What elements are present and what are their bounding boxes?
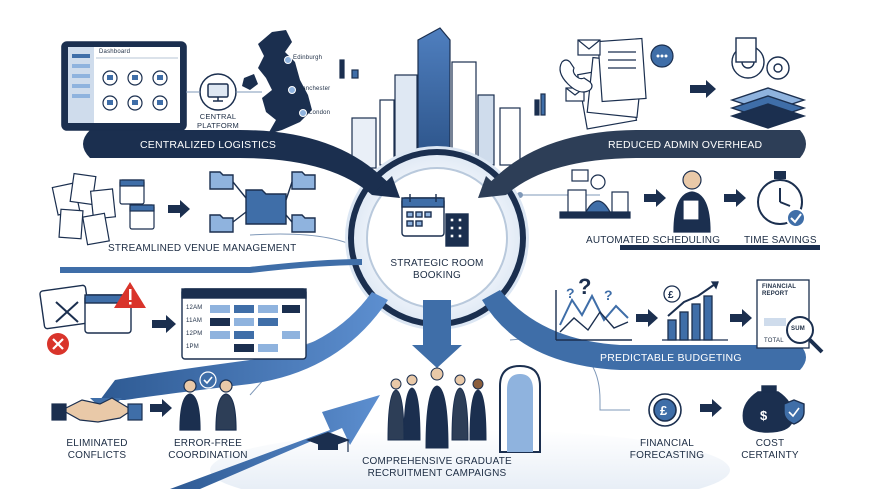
phone-icon	[559, 59, 593, 93]
financial-forecasting-label: FINANCIAL FORECASTING	[629, 438, 705, 461]
svg-text:?: ?	[566, 285, 575, 301]
question-marks-icon: ? ? ?	[566, 274, 613, 303]
stressed-worker-icon	[559, 169, 631, 219]
arrow-conflicts	[152, 315, 176, 333]
central-platform-icon	[186, 73, 262, 111]
arrow-handshake	[150, 399, 172, 417]
volatile-chart-icon	[555, 290, 632, 341]
reduced-admin-overhead-label: REDUCED ADMIN OVERHEAD	[608, 139, 763, 151]
arrow-down-to-campaigns	[412, 300, 462, 368]
arrow-venue	[168, 200, 190, 218]
pound-coin-icon: £	[648, 393, 682, 427]
financial-report-icon	[756, 279, 824, 354]
city-label-london: London	[309, 110, 331, 116]
schedule-time-1: 12AM	[186, 305, 203, 311]
error-icon	[47, 333, 69, 355]
flow-band-lower-left	[100, 292, 388, 400]
svg-text:£: £	[660, 403, 668, 418]
arrow-budget-1	[636, 309, 658, 327]
report-total: TOTAL	[764, 338, 784, 344]
calendar-building-icon	[401, 194, 469, 247]
chat-icon	[650, 44, 674, 68]
graduate-campaigns-label: COMPREHENSIVE GRADUATE RECRUITMENT CAMPA…	[362, 456, 512, 479]
person-tablet-icon	[673, 170, 711, 233]
streamlined-venue-management-label: STREAMLINED VENUE MANAGEMENT	[108, 243, 297, 254]
arrow-admin	[690, 80, 716, 98]
eliminated-conflicts-label: ELIMINATED CONFLICTS	[66, 438, 128, 461]
money-bag-shield-icon: $	[742, 385, 805, 433]
flow-band-left-middle	[60, 259, 363, 273]
flow-band-right-middle	[482, 290, 806, 370]
schedule-time-3: 12PM	[186, 331, 203, 337]
city-label-edinburgh: Edinburgh	[293, 55, 323, 61]
floor-glow	[210, 430, 730, 489]
arrow-forecast	[700, 399, 722, 417]
svg-text:$: $	[760, 408, 768, 423]
flow-band-right-top	[620, 245, 820, 250]
city-skyline-icon	[339, 27, 546, 169]
handshake-icon	[51, 397, 143, 423]
city-label-manchester: Manchester	[297, 86, 331, 92]
layers-icon	[729, 87, 807, 129]
flow-band-top-right	[486, 130, 806, 195]
arrow-to-hub-top-left	[372, 176, 400, 198]
dashboard-title: Dashboard	[99, 49, 131, 55]
svg-text:£: £	[668, 290, 674, 301]
centralized-logistics-label: CENTRALIZED LOGISTICS	[140, 139, 277, 151]
overlapping-calendars-icon	[39, 284, 132, 334]
graduates-group-icon	[387, 367, 487, 449]
time-savings-label: TIME SAVINGS	[744, 235, 817, 246]
documents-pile-icon	[51, 172, 155, 246]
error-free-coordination-label: ERROR-FREE COORDINATION	[168, 438, 248, 461]
report-title: FINANCIAL REPORT	[762, 284, 797, 297]
growth-arrow	[170, 395, 380, 489]
schedule-grid-icon	[181, 288, 307, 360]
arrow-to-hub-top-right	[478, 176, 506, 198]
arrow-budget-2	[730, 309, 752, 327]
svg-text:?: ?	[604, 287, 613, 303]
folder-structure-icon	[209, 171, 316, 233]
schedule-time-4: 1PM	[186, 344, 199, 350]
svg-text:?: ?	[578, 274, 591, 299]
central-platform-label: CENTRAL PLATFORM	[197, 112, 239, 130]
graduation-cap-icon	[306, 432, 350, 452]
strategic-room-booking-label: STRATEGIC ROOM BOOKING	[390, 258, 484, 281]
cost-certainty-label: COST CERTAINTY	[741, 438, 799, 461]
automated-scheduling-label: AUTOMATED SCHEDULING	[586, 235, 721, 246]
gears-icon	[731, 37, 790, 80]
two-people-icon	[179, 371, 237, 431]
venue-pins-icon	[102, 70, 168, 111]
report-sum: SUM	[791, 326, 805, 332]
schedule-time-2: 11AM	[186, 318, 203, 324]
arrow-scheduling	[644, 189, 666, 207]
growth-chart-icon: £	[662, 281, 728, 341]
flow-band-top-left	[83, 130, 392, 195]
warning-icon	[114, 282, 146, 308]
portal-arch-icon	[499, 364, 541, 453]
stopwatch-icon	[757, 171, 806, 228]
arrow-time	[724, 189, 746, 207]
predictable-budgeting-label: PREDICTABLE BUDGETING	[600, 352, 742, 364]
uk-map-icon	[242, 30, 312, 134]
